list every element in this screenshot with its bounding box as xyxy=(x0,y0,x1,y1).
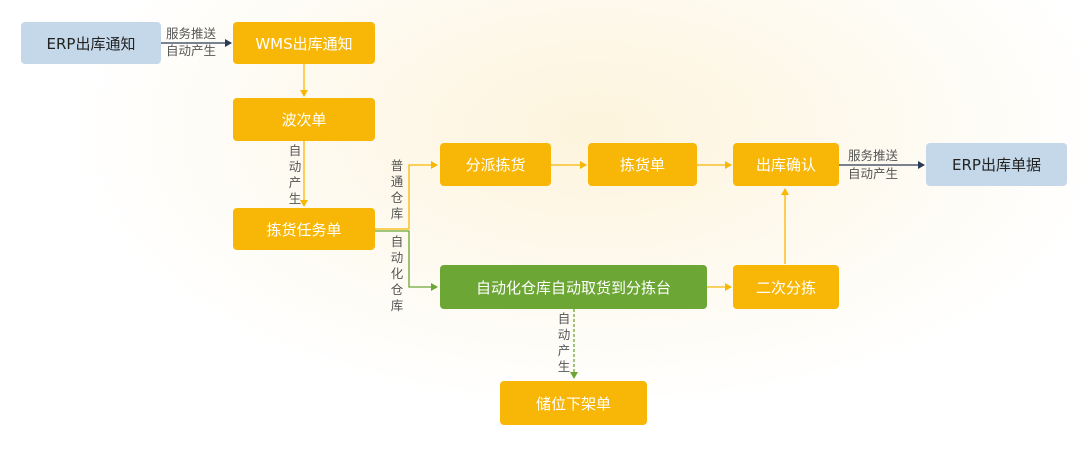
label-push-top-1: 服务推送 xyxy=(166,26,217,41)
edge-auto-warehouse xyxy=(375,230,438,291)
secondary-sort-node: 二次分拣 xyxy=(733,265,839,309)
picking-task-node: 拣货任务单 xyxy=(233,208,375,250)
wave-order-node: 波次单 xyxy=(233,98,375,141)
label-push-right-2: 自动产生 xyxy=(848,166,899,181)
outbound-confirm-node: 出库确认 xyxy=(733,143,839,186)
dispatch-picking-node: 分派拣货 xyxy=(440,143,551,186)
erp-outbound-doc-node: ERP出库单据 xyxy=(926,143,1067,186)
erp-outbound-notice-node: ERP出库通知 xyxy=(21,22,161,64)
wms-outbound-notice-node: WMS出库通知 xyxy=(233,22,375,64)
auto-warehouse-pick-node: 自动化仓库自动取货到分拣台 xyxy=(440,265,707,309)
label-push-right-1: 服务推送 xyxy=(848,148,899,163)
label-auto-gen-bin: 自动产生 xyxy=(557,311,571,374)
label-auto-warehouse: 自动化仓库 xyxy=(390,234,404,313)
picking-order-node: 拣货单 xyxy=(588,143,697,186)
label-normal-warehouse: 普通仓库 xyxy=(390,158,404,221)
label-push-top-2: 自动产生 xyxy=(166,43,217,58)
bin-unshelve-node: 储位下架单 xyxy=(500,381,647,425)
label-auto-gen-wave: 自动产生 xyxy=(288,143,302,206)
edge-normal-warehouse xyxy=(408,161,438,229)
